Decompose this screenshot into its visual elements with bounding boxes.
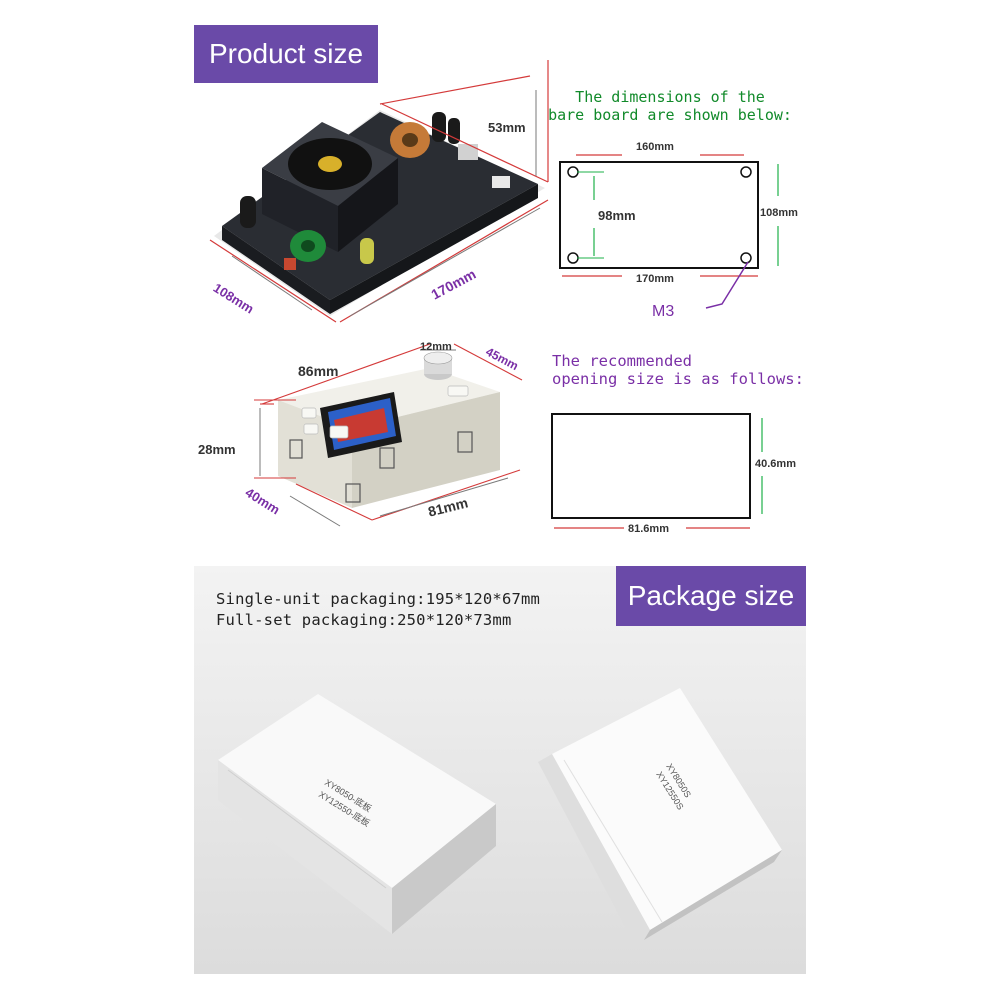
package-size-tag: Package size bbox=[616, 566, 806, 626]
opening-size-diagram bbox=[551, 413, 763, 529]
box-right-image bbox=[538, 688, 782, 940]
board-height-label: 53mm bbox=[488, 120, 526, 135]
bare-board-bottom-label: 170mm bbox=[636, 273, 674, 285]
pcb-board-image bbox=[214, 110, 545, 316]
box-left-image bbox=[218, 694, 496, 934]
opening-heading-line-1: The recommended bbox=[552, 352, 692, 370]
full-set-packaging-text: Full-set packaging:250*120*73mm bbox=[216, 611, 512, 629]
product-size-tag: Product size bbox=[194, 25, 378, 83]
panel-height-label: 28mm bbox=[198, 442, 236, 457]
panel-length-label: 81mm bbox=[426, 494, 469, 519]
panel-width-label: 86mm bbox=[298, 363, 338, 379]
opening-heading: The recommended opening size is as follo… bbox=[552, 352, 804, 388]
panel-knob-label: 12mm bbox=[420, 341, 452, 353]
single-unit-packaging-text: Single-unit packaging:195*120*67mm bbox=[216, 590, 541, 608]
bare-board-inner-height-label: 98mm bbox=[598, 208, 636, 223]
panel-dimension-lines bbox=[254, 343, 523, 521]
bare-board-outer-height-label: 108mm bbox=[760, 207, 798, 219]
board-length-label: 170mm bbox=[428, 266, 478, 303]
board-width-label: 108mm bbox=[211, 280, 257, 316]
bare-board-heading-line-2: bare board are shown below: bbox=[548, 106, 792, 124]
bare-board-diagram bbox=[559, 154, 779, 309]
opening-height-label: 40.6mm bbox=[755, 458, 796, 470]
bare-board-top-label: 160mm bbox=[636, 141, 674, 153]
panel-side-label: 40mm bbox=[243, 485, 283, 518]
opening-width-label: 81.6mm bbox=[628, 523, 669, 535]
bare-board-hole-label: M3 bbox=[652, 303, 674, 320]
panel-arrow-lines bbox=[259, 349, 509, 527]
board-arrow-lines bbox=[231, 90, 541, 317]
display-panel-image bbox=[278, 351, 500, 508]
opening-heading-line-2: opening size is as follows: bbox=[552, 370, 804, 388]
bare-board-heading-line-1: The dimensions of the bbox=[575, 88, 765, 106]
bare-board-heading: The dimensions of the bare board are sho… bbox=[540, 88, 800, 124]
